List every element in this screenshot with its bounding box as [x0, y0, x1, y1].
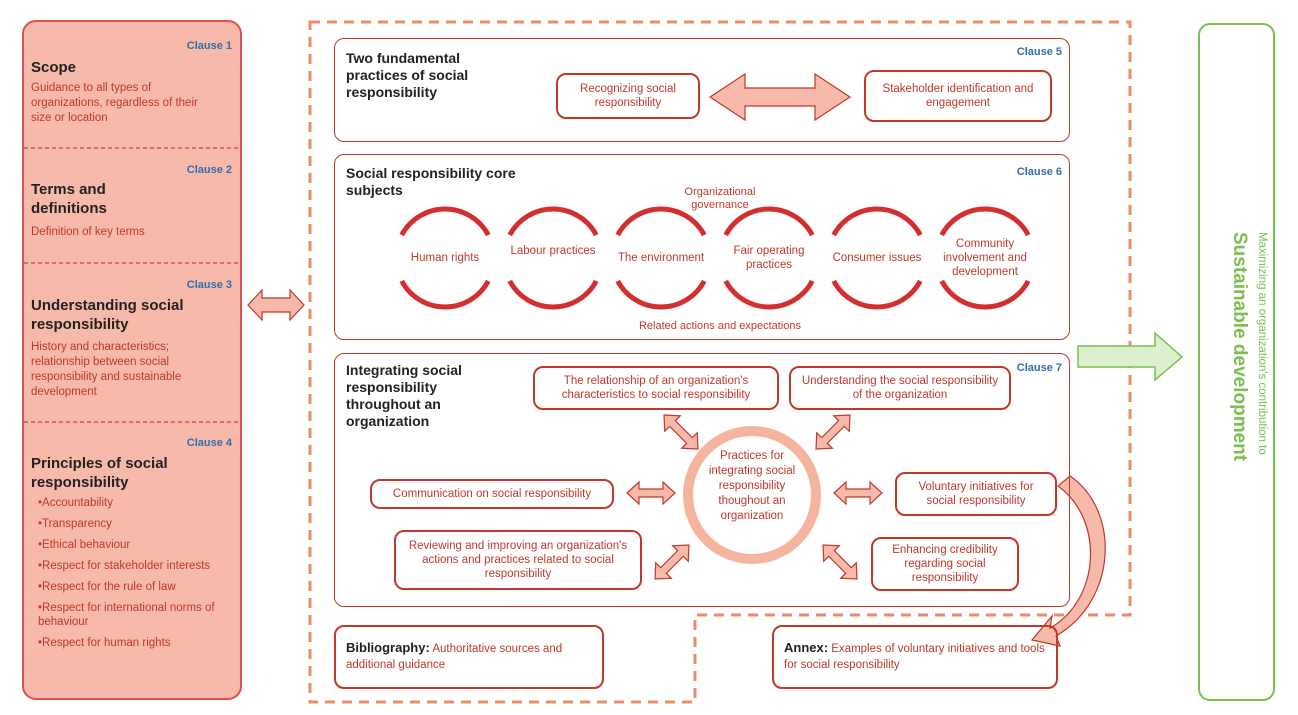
recognizing-box: Recognizing social responsibility	[556, 73, 700, 119]
outcome-box	[1198, 23, 1275, 701]
arrow-bl	[654, 544, 690, 580]
voluntary-box: Voluntary initiatives for social respons…	[895, 472, 1057, 516]
subject-arc-bottom	[507, 279, 599, 310]
subject-arc-top	[939, 206, 1031, 237]
annex-title: Annex:	[784, 640, 829, 655]
curved-arrow	[1030, 475, 1106, 647]
outcome-title: Sustainable development	[1229, 232, 1250, 462]
subject-arc-bottom	[615, 279, 707, 310]
clause6-title: Social responsibility core subjects	[346, 165, 516, 198]
principles-title: Principles of social responsibility	[31, 455, 168, 491]
subject-arc-bottom	[723, 279, 815, 310]
scope-title: Scope	[31, 59, 77, 76]
clause5-section	[334, 38, 1070, 142]
center-practices-label: Practices for integrating social respons…	[708, 450, 796, 522]
arrow-br	[822, 544, 858, 580]
principle-item: Respect for human rights	[38, 636, 233, 657]
principle-item: Respect for international norms of behav…	[38, 601, 233, 636]
subject-arc-bottom	[939, 279, 1031, 310]
subject-arc-top	[723, 206, 815, 237]
principle-item: Respect for stakeholder interests	[38, 559, 233, 580]
reviewing-box: Reviewing and improving an organization'…	[394, 530, 642, 590]
org-governance-label: Organizational governance	[684, 186, 756, 211]
terms-title: Terms and definitions	[31, 181, 107, 217]
clause6-label: Clause 6	[1016, 166, 1062, 178]
arrow-tr	[815, 414, 851, 450]
stakeholder-box: Stakeholder identification and engagemen…	[864, 70, 1052, 122]
enhancing-box: Enhancing credibility regarding social r…	[871, 537, 1019, 591]
subject-arc-top	[399, 206, 491, 237]
clause3-label: Clause 3	[186, 279, 232, 291]
principle-item: Ethical behaviour	[38, 538, 233, 559]
related-actions-label: Related actions and expectations	[638, 320, 802, 332]
left-double-arrow	[247, 288, 305, 322]
principle-item: Respect for the rule of law	[38, 580, 233, 601]
dashed-frame	[308, 20, 1132, 704]
clause7-label: Clause 7	[1016, 362, 1062, 374]
core-subject-label: The environment	[617, 252, 705, 264]
annex-desc: Examples of voluntary initiatives and to…	[784, 643, 1045, 671]
subject-arc-bottom	[399, 279, 491, 310]
core-subject-label: Human rights	[410, 252, 480, 264]
clause6-section	[334, 154, 1070, 340]
clause5-double-arrow	[708, 72, 852, 122]
bibliography-box	[334, 625, 604, 689]
core-subject-label: Labour practices	[510, 245, 596, 257]
principle-item: Transparency	[38, 517, 233, 538]
core-subject-circles	[399, 206, 1031, 310]
terms-desc: Definition of key terms	[31, 226, 145, 238]
subject-arc-bottom	[831, 279, 923, 310]
scope-desc: Guidance to all types of organizations, …	[31, 82, 198, 124]
center-ring	[683, 426, 821, 564]
clause7-title: Integrating social responsibility throug…	[346, 362, 462, 429]
subject-arc-top	[507, 206, 599, 237]
principle-item: Accountability	[38, 496, 233, 517]
clause5-label: Clause 5	[1016, 46, 1062, 58]
bibliography-title: Bibliography:	[346, 640, 430, 655]
clause1-label: Clause 1	[186, 40, 232, 52]
subject-arc-top	[831, 206, 923, 237]
principles-list: Accountability Transparency Ethical beha…	[38, 496, 233, 657]
green-arrow	[1077, 331, 1184, 382]
core-subject-label: Community involvement and development	[943, 238, 1027, 278]
annex-box	[772, 625, 1058, 689]
arrow-mr	[833, 480, 883, 506]
clause5-title: Two fundamental practices of social resp…	[346, 50, 469, 100]
arrow-tl	[663, 414, 699, 450]
clause4-label: Clause 4	[186, 437, 232, 449]
bibliography-text: Bibliography: Authoritative sources and …	[346, 640, 596, 673]
clause2-label: Clause 2	[186, 164, 232, 176]
understanding-title: Understanding social responsibility	[31, 297, 184, 333]
clause7-section	[334, 353, 1070, 607]
core-subject-label: Consumer issues	[832, 252, 922, 264]
subject-arc-top	[615, 206, 707, 237]
core-subject-label: Fair operating practices	[733, 245, 805, 271]
understanding-desc: History and characteristics; relationshi…	[31, 341, 182, 398]
communication-box: Communication on social responsibility	[370, 479, 614, 509]
outcome-subtitle: Maximizing an organization's contributio…	[1256, 232, 1268, 455]
relationship-box: The relationship of an organization's ch…	[533, 366, 779, 410]
understanding-box: Understanding the social responsibility …	[789, 366, 1011, 410]
annex-text: Annex: Examples of voluntary initiatives…	[784, 640, 1049, 673]
left-panel-dividers	[24, 147, 240, 423]
arrow-ml	[626, 480, 676, 506]
bibliography-desc: Authoritative sources and additional gui…	[346, 643, 563, 671]
